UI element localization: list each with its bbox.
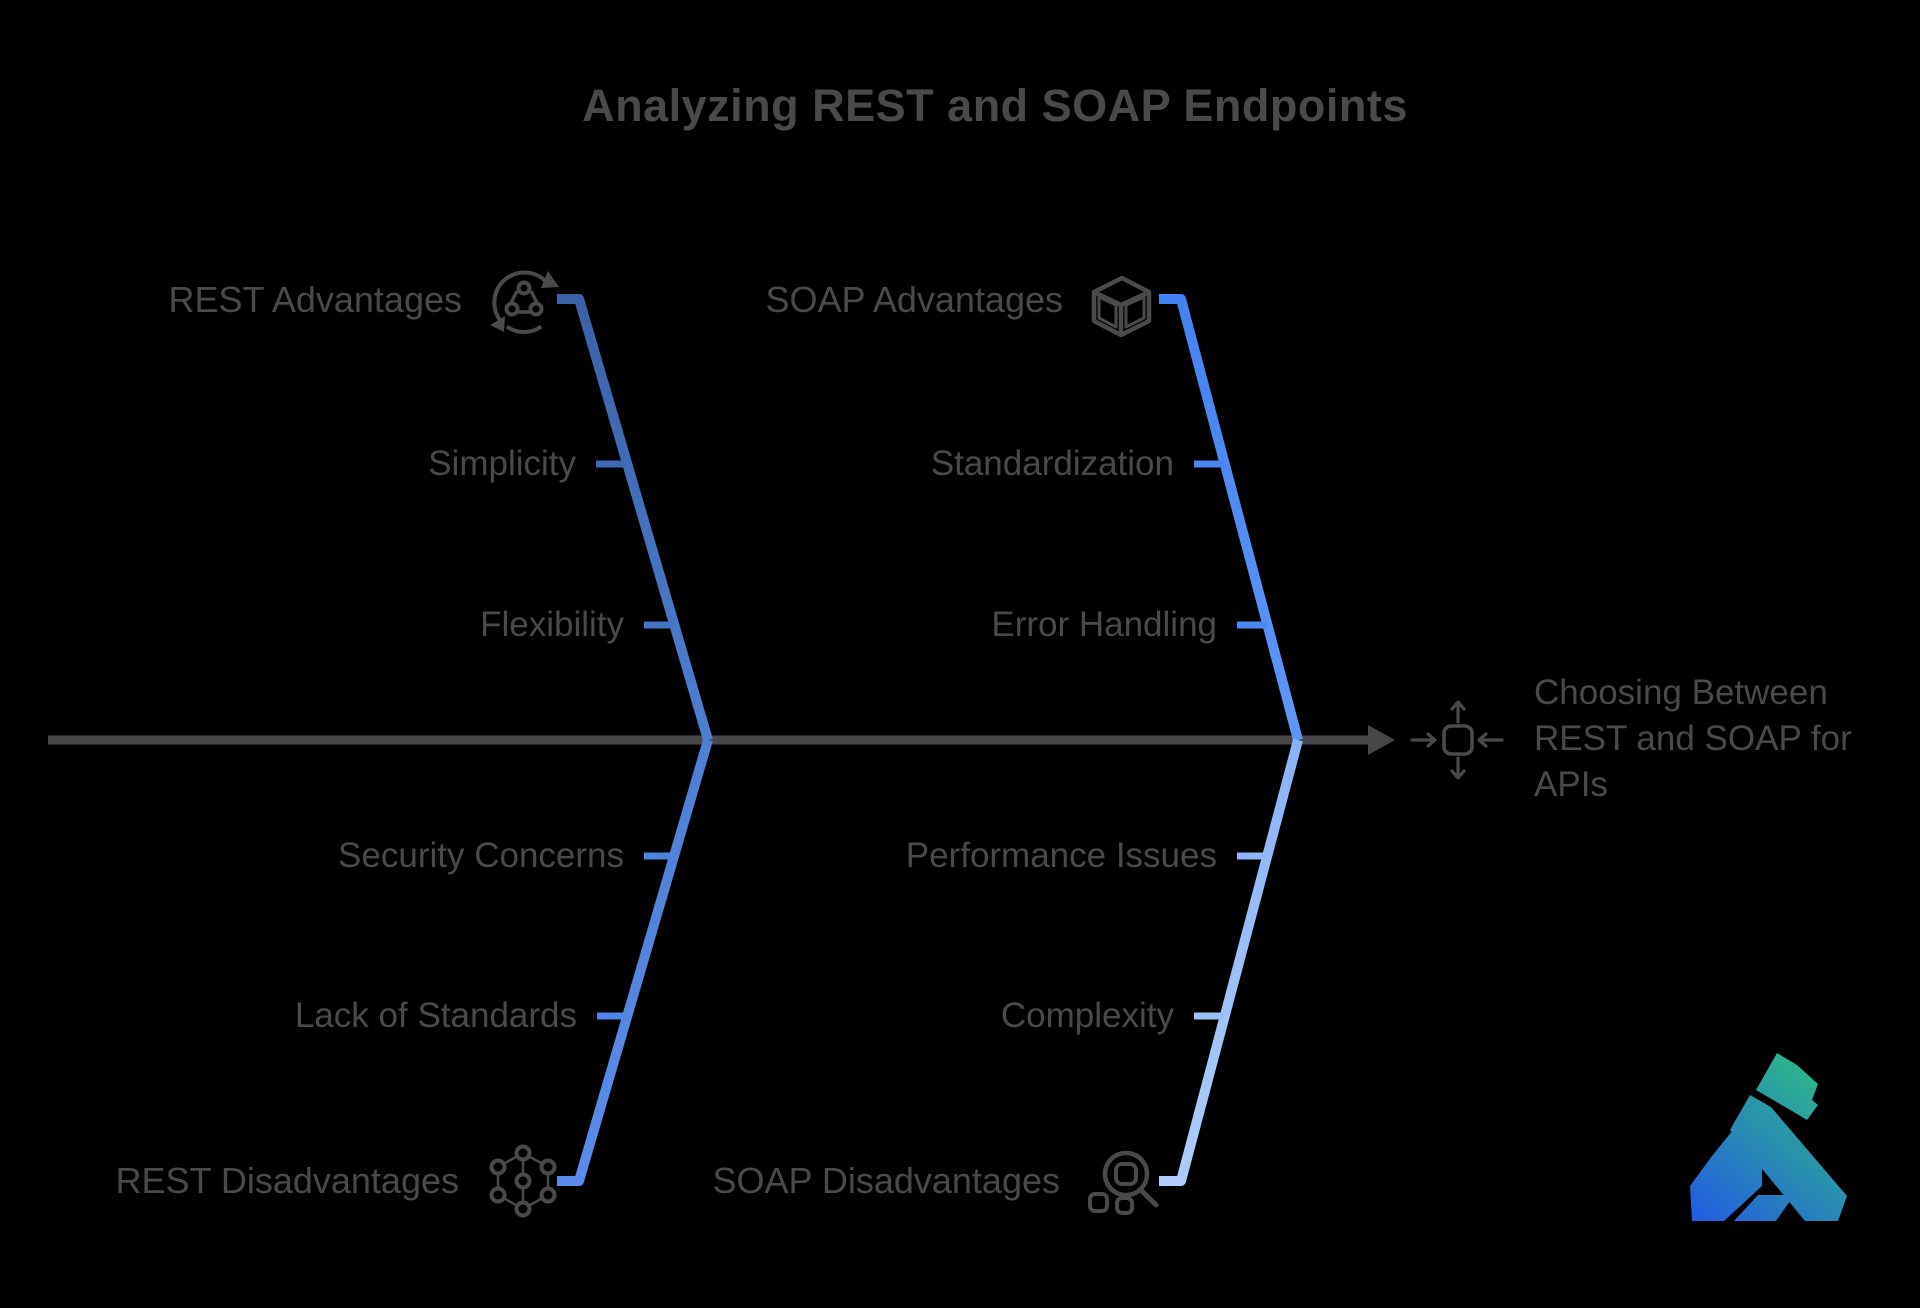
sub-item-complexity: Complexity xyxy=(1000,996,1174,1035)
cube-icon xyxy=(1091,275,1152,338)
branch-label-rest-advantages: REST Advantages xyxy=(168,279,462,320)
branch-label-rest-disadvantages: REST Disadvantages xyxy=(115,1160,459,1201)
cycle-network-icon xyxy=(490,270,559,334)
node-network-icon xyxy=(489,1144,557,1218)
head-label: Choosing Between REST and SOAP for APIs xyxy=(1534,670,1852,808)
sub-item-error-handling: Error Handling xyxy=(991,605,1217,644)
branch-label-soap-disadvantages: SOAP Disadvantages xyxy=(712,1160,1060,1201)
spine-arrowhead xyxy=(1368,725,1395,755)
brand-gorilla-logo xyxy=(1690,1053,1847,1221)
focus-arrows-icon xyxy=(1410,700,1504,780)
branch-line-soap-disadvantages xyxy=(1159,738,1303,1186)
diagram-title: Analyzing REST and SOAP Endpoints xyxy=(582,80,1408,131)
head-label-line: APIs xyxy=(1534,765,1608,804)
sub-item-standardization: Standardization xyxy=(930,444,1174,483)
head-label-line: REST and SOAP for xyxy=(1534,719,1852,758)
sub-item-flexibility: Flexibility xyxy=(480,605,624,644)
search-inspect-icon xyxy=(1088,1150,1159,1215)
branch-line-soap-advantages xyxy=(1159,294,1303,742)
sub-item-lack-of-standards: Lack of Standards xyxy=(294,996,577,1035)
branch-line-rest-advantages xyxy=(557,294,713,742)
head-label-line: Choosing Between xyxy=(1534,673,1828,712)
sub-item-security-concerns: Security Concerns xyxy=(338,836,624,875)
sub-item-simplicity: Simplicity xyxy=(428,444,576,483)
branch-label-soap-advantages: SOAP Advantages xyxy=(765,279,1063,320)
branch-line-rest-disadvantages xyxy=(557,738,713,1186)
sub-item-performance-issues: Performance Issues xyxy=(905,836,1217,875)
